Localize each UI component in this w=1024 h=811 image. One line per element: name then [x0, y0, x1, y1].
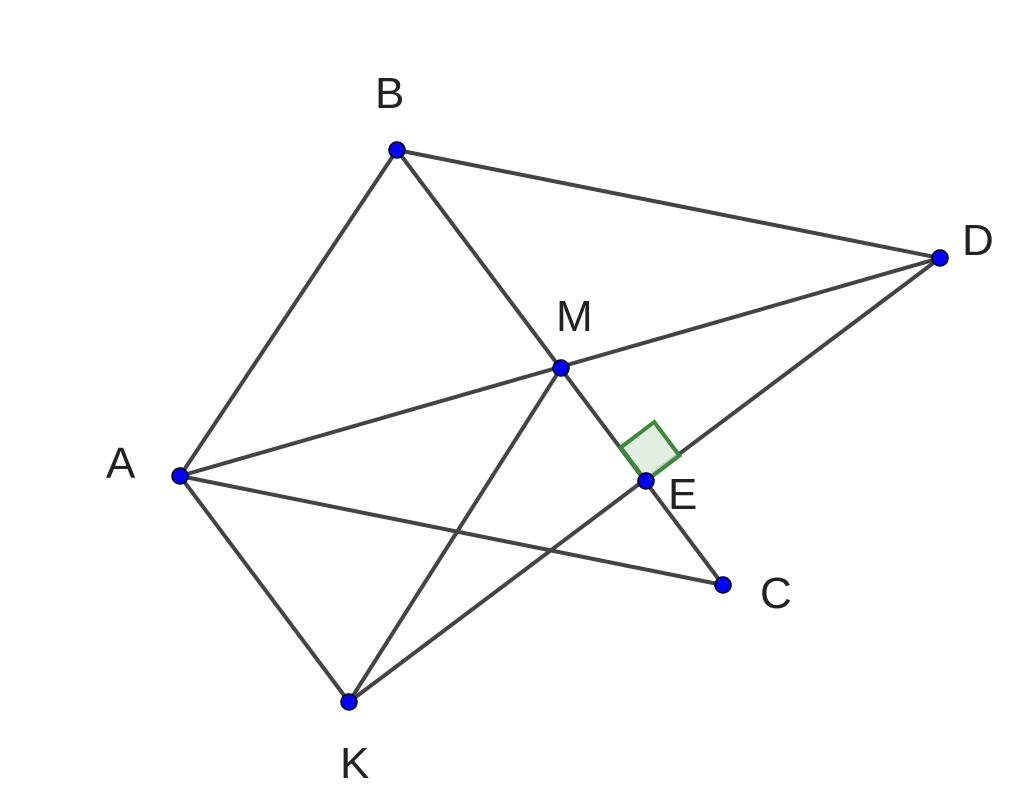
- label-B: B: [375, 69, 404, 118]
- label-K: K: [340, 739, 369, 788]
- point-C: [714, 576, 732, 594]
- point-labels: A B C D E K M: [106, 69, 994, 788]
- points: [171, 141, 949, 711]
- segment-BD: [395, 148, 942, 260]
- label-E: E: [668, 470, 697, 519]
- angle-marks: [617, 419, 683, 484]
- segment-AC: [178, 474, 725, 587]
- label-C: C: [760, 569, 792, 618]
- point-M: [552, 359, 570, 377]
- point-D: [931, 249, 949, 267]
- point-A: [171, 467, 189, 485]
- point-K: [340, 693, 358, 711]
- label-M: M: [556, 292, 593, 341]
- segments: [178, 148, 942, 704]
- label-D: D: [962, 216, 994, 265]
- segment-AK: [178, 474, 351, 704]
- point-E: [637, 472, 655, 490]
- right-angle-mark-E: [617, 419, 683, 484]
- point-B: [388, 141, 406, 159]
- label-A: A: [106, 439, 136, 488]
- segment-AB: [178, 148, 399, 478]
- segment-KM: [347, 366, 563, 704]
